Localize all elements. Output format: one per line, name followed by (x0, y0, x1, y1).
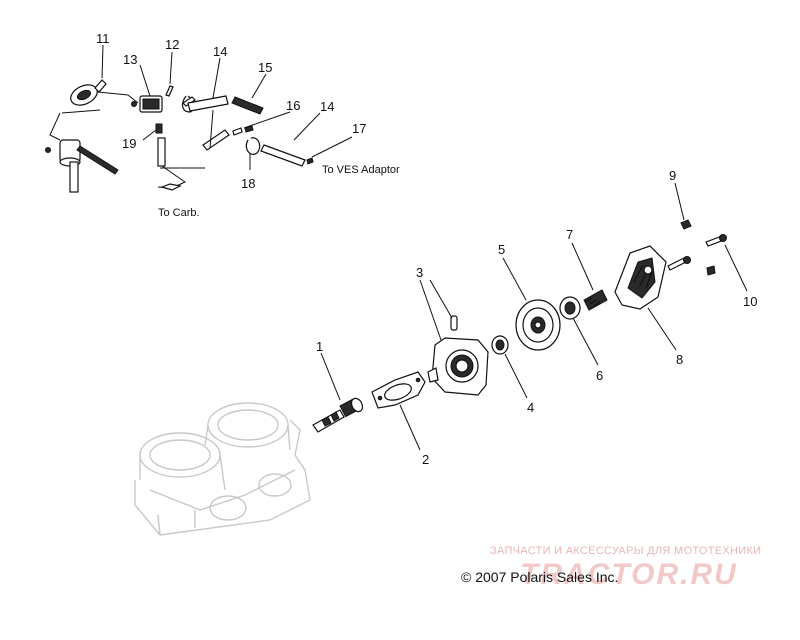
callout-2: 2 (422, 452, 429, 467)
watermark-logo: TRACTOR.RU (520, 558, 738, 591)
callout-11: 11 (96, 31, 110, 46)
part-7-spring (571, 242, 608, 311)
callout-15: 15 (258, 60, 272, 75)
part-2-gasket (371, 371, 426, 451)
note-to-ves-adaptor: To VES Adaptor (322, 164, 400, 176)
watermark-tagline: ЗАПЧАСТИ И АКСЕССУАРЫ ДЛЯ МОТОТЕХНИКИ (490, 545, 762, 557)
part-1-valve-shaft (312, 352, 364, 433)
callout-16: 16 (286, 98, 300, 113)
callout-14-lower: 14 (320, 99, 334, 114)
callout-10: 10 (743, 294, 757, 309)
callout-12: 12 (165, 37, 179, 52)
part-10-bolts (667, 234, 748, 292)
engine-block-ghost (134, 402, 311, 536)
part-9-bolt (674, 182, 692, 230)
part-8-cover (614, 245, 677, 351)
callout-19: 19 (122, 136, 136, 151)
part-6-washer (559, 296, 599, 366)
callout-13: 13 (123, 52, 137, 67)
copyright-notice: © 2007 Polaris Sales Inc. (461, 569, 619, 585)
callout-6: 6 (596, 368, 603, 383)
ves-linkage-assembly (45, 44, 353, 193)
callout-9: 9 (669, 168, 676, 183)
callout-17: 17 (352, 121, 366, 136)
callout-4: 4 (527, 400, 534, 415)
callout-labels: 1 2 3 4 5 6 7 8 9 10 11 12 13 14 15 16 1… (96, 31, 757, 467)
callout-8: 8 (676, 352, 683, 367)
callout-18: 18 (241, 176, 255, 191)
note-to-carb: To Carb. (158, 207, 200, 219)
part-5-pulley (502, 257, 561, 351)
callout-7: 7 (566, 227, 573, 242)
callout-5: 5 (498, 242, 505, 257)
part-4-bearing (491, 335, 528, 399)
callout-14-upper: 14 (213, 44, 227, 59)
callout-3: 3 (416, 265, 423, 280)
part-3-valve-housing (419, 279, 489, 396)
callout-1: 1 (316, 339, 323, 354)
